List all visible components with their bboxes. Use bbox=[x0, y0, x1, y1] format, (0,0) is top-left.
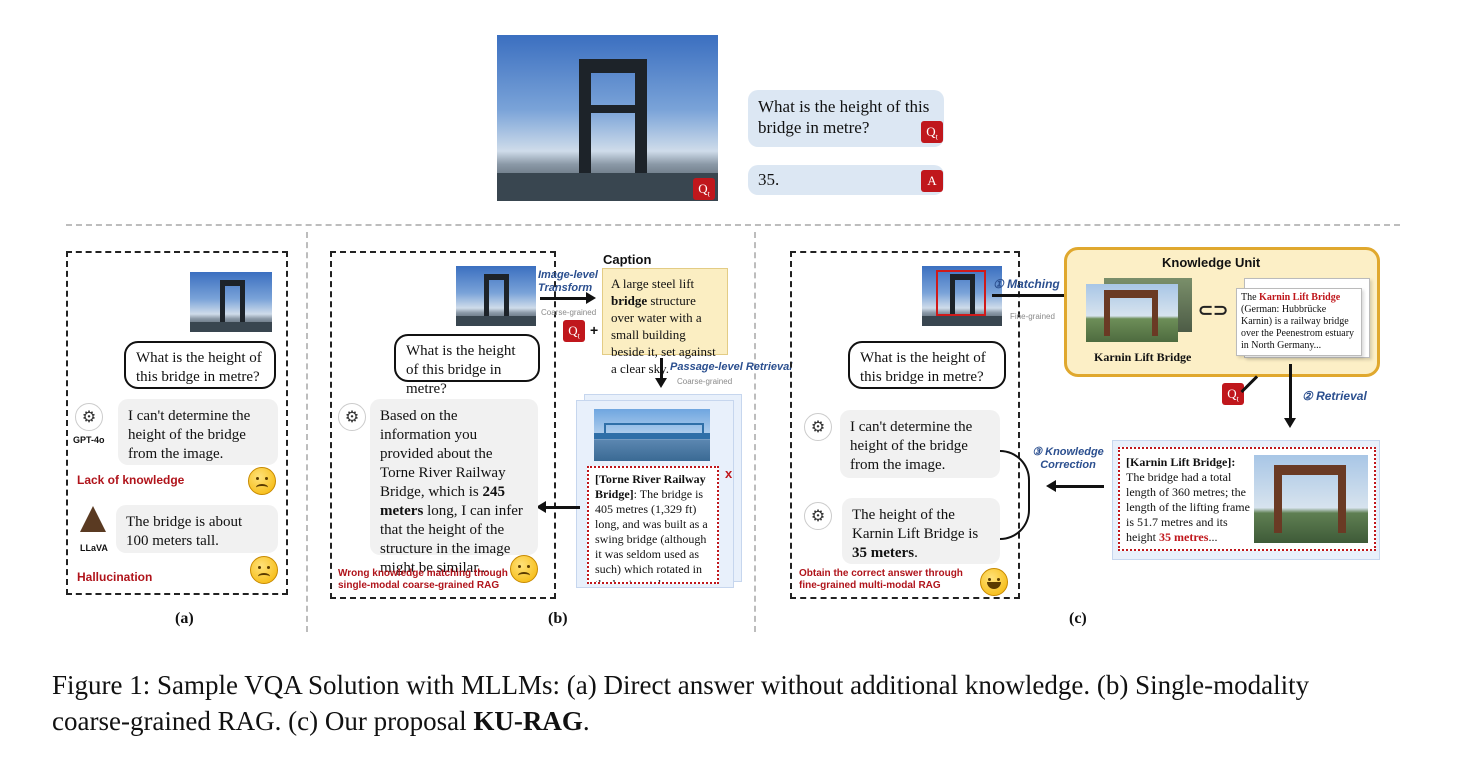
correction-arrowhead bbox=[1046, 480, 1056, 492]
question-badge: Qt bbox=[921, 121, 943, 143]
gpt-icon: ⚙ bbox=[804, 413, 832, 441]
gpt-icon: ⚙ bbox=[338, 403, 366, 431]
query-badge: Qt bbox=[563, 320, 585, 342]
divider-a-b bbox=[306, 232, 308, 632]
panel-b-image bbox=[456, 266, 536, 326]
karnin-image-caption: Karnin Lift Bridge bbox=[1094, 350, 1192, 364]
lack-of-knowledge-label: Lack of knowledge bbox=[77, 473, 185, 487]
passage-level-retrieval-label: Passage-level Retrieval bbox=[670, 361, 793, 373]
gpt-label: GPT-4o bbox=[73, 435, 105, 445]
panel-b-label: (b) bbox=[548, 610, 568, 627]
panel-c-answer-2: The height of the Karnin Lift Bridge is … bbox=[842, 498, 1000, 564]
panel-b-answer: Based on the information you provided ab… bbox=[370, 399, 538, 576]
panel-c-question: What is the height of this bridge in met… bbox=[848, 341, 1006, 389]
panel-c-image bbox=[922, 266, 1002, 326]
link-icon: ⊂⊃ bbox=[1198, 300, 1229, 320]
plus-sign: + bbox=[590, 322, 599, 338]
panel-c-answer-1: I can't determine the height of the brid… bbox=[840, 410, 1000, 478]
passage-to-answer-arrowhead bbox=[536, 501, 546, 513]
fine-grained-label: Fine-grained bbox=[1010, 312, 1055, 321]
retrieval-label: ② Retrieval bbox=[1302, 389, 1367, 403]
matching-arrow bbox=[992, 294, 1070, 297]
top-question-bubble: What is the height of this bridge in met… bbox=[748, 90, 944, 147]
panel-b-question: What is the height of this bridge in met… bbox=[394, 334, 540, 397]
coarse-grained-label: Coarse-grained bbox=[541, 308, 597, 317]
passage-text-box: [Torne River Railway Bridge]: The bridge… bbox=[587, 466, 719, 584]
panel-b bbox=[330, 251, 556, 599]
sad-emoji-icon bbox=[248, 467, 276, 495]
knowledge-card-image bbox=[1254, 455, 1368, 543]
query-badge: Qt bbox=[693, 178, 715, 200]
caption-title: Caption bbox=[603, 252, 652, 267]
caption-box: A large steel lift bridge structure over… bbox=[602, 268, 728, 376]
matching-label: ① Matching bbox=[993, 277, 1060, 291]
query-badge: Qt bbox=[1222, 383, 1244, 405]
knowledge-unit-title: Knowledge Unit bbox=[1162, 255, 1261, 270]
panel-a-gpt-answer: I can't determine the height of the brid… bbox=[118, 399, 278, 465]
horizontal-divider bbox=[66, 224, 1400, 226]
passage-to-answer-arrow bbox=[546, 506, 580, 509]
sad-emoji-icon bbox=[250, 556, 278, 584]
llava-icon bbox=[80, 506, 106, 532]
correct-answer-label: Obtain the correct answer through fine-g… bbox=[799, 568, 963, 591]
knowledge-correction-label: ③ Knowledge Correction bbox=[1032, 446, 1104, 471]
query-image: Qt bbox=[497, 35, 718, 201]
correction-arrow bbox=[1056, 485, 1104, 488]
panel-a-llava-answer: The bridge is about 100 meters tall. bbox=[116, 505, 278, 553]
gpt-icon: ⚙ bbox=[804, 502, 832, 530]
answer-badge: A bbox=[921, 170, 943, 192]
divider-b-c bbox=[754, 232, 756, 632]
transform-arrowhead bbox=[586, 292, 596, 304]
correction-curve bbox=[1000, 450, 1030, 540]
llava-label: LLaVA bbox=[80, 543, 108, 553]
panel-a-image bbox=[190, 272, 272, 332]
happy-emoji-icon bbox=[980, 568, 1008, 596]
retrieval-arrowhead-c bbox=[1284, 418, 1296, 428]
torne-bridge-image bbox=[594, 409, 710, 461]
image-level-transform-label: Image-level Transform bbox=[538, 269, 598, 294]
karnin-bridge-image bbox=[1086, 284, 1178, 342]
figure-caption-line-1: Figure 1: Sample VQA Solution with MLLMs… bbox=[52, 670, 1310, 700]
sad-emoji-icon bbox=[510, 555, 538, 583]
gpt-icon: ⚙ bbox=[75, 403, 103, 431]
figure-caption-line-2: coarse-grained RAG. (c) Our proposal KU-… bbox=[52, 706, 590, 736]
retrieval-arrow-c bbox=[1289, 364, 1292, 420]
panel-a-question: What is the height of this bridge in met… bbox=[124, 341, 276, 389]
panel-a-label: (a) bbox=[175, 610, 194, 627]
transform-arrow bbox=[540, 297, 588, 300]
panel-c-label: (c) bbox=[1069, 610, 1087, 627]
panel-a bbox=[66, 251, 288, 595]
wrong-matching-label: Wrong knowledge matching though single-m… bbox=[338, 568, 508, 591]
knowledge-doc: The Karnin Lift Bridge (German: Hubbrück… bbox=[1236, 288, 1362, 356]
hallucination-label: Hallucination bbox=[77, 570, 153, 584]
retrieval-arrowhead bbox=[655, 378, 667, 388]
coarse-grained-label-2: Coarse-grained bbox=[677, 377, 733, 386]
wrong-x-mark: x bbox=[725, 466, 733, 481]
top-answer-bubble: 35. bbox=[748, 165, 944, 195]
panel-c bbox=[790, 251, 1020, 599]
retrieval-arrow bbox=[660, 358, 663, 378]
